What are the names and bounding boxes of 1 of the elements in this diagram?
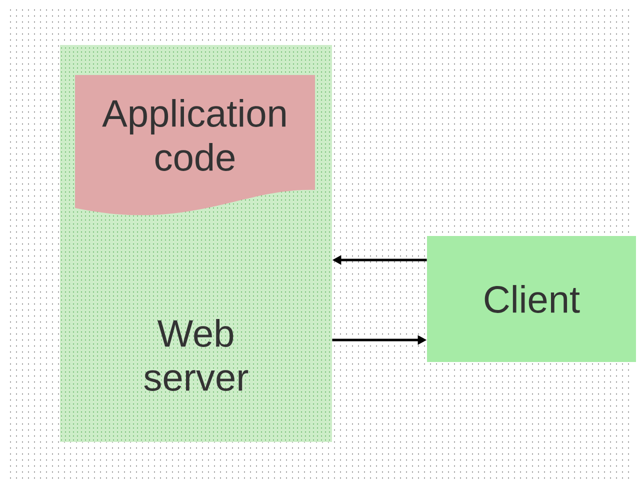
client-box: Client (427, 236, 636, 362)
